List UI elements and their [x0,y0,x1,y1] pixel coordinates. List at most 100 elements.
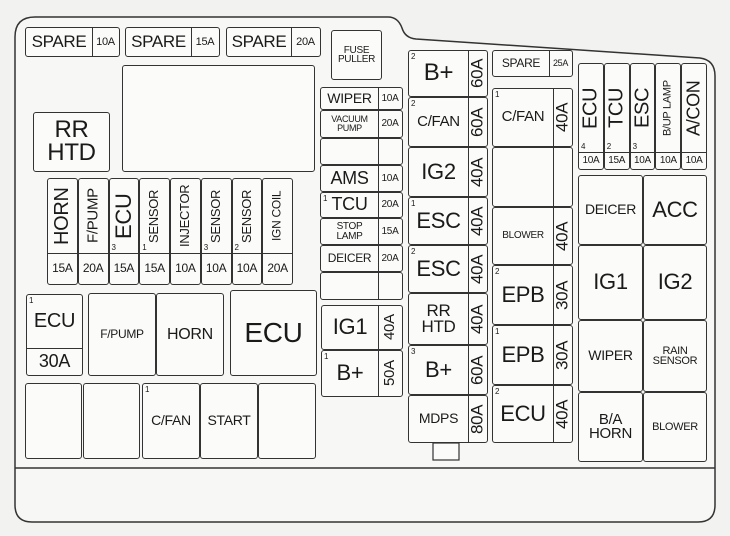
relay-ig1-slot[interactable]: IG1 [578,245,643,320]
divider [468,294,469,344]
fuse-amperage: 15A [381,225,399,237]
fuse-amperage: 40A [467,157,487,187]
relay-horn-slot[interactable]: HORN [156,293,224,376]
fuse-amperage: 20A [381,252,399,264]
relay-acc-slot[interactable]: ACC [643,175,707,245]
fuse-label: RR HTD [421,300,456,336]
fuse-label: ESC [416,207,461,233]
fuse-amperage: 25A [552,58,569,69]
mdps-tab [432,442,460,461]
fuse-label: BLOWER [652,420,698,433]
fuse-amperage: 10A [236,260,258,275]
relay-wiper-slot[interactable]: WIPER [578,320,643,392]
relay-blower-slot[interactable]: BLOWER [643,392,707,462]
relay-ig2-slot[interactable]: IG2 [643,245,707,320]
fuse-amperage: 10A [685,154,703,166]
fuse-label: B/A HORN [589,410,632,442]
fuse-index: 1 [495,90,500,99]
fuse-amperage: 10A [381,172,399,184]
divider [378,139,379,164]
fuse-amperage: 40A [467,206,487,236]
esc1-slot[interactable]: ESC 40A 1 [408,197,488,245]
divider [468,198,469,244]
puller-slot[interactable]: FUSE PULLER [331,30,382,80]
fuse-label: SPARE [131,31,186,51]
divider [232,253,262,254]
fuse-amperage: 15A [144,260,165,275]
divider [553,148,554,206]
fuse-label: SENSOR [146,189,162,243]
fuse-label: C/FAN [151,412,191,429]
rr-htd-relay-slot[interactable]: RR HTD [33,112,110,172]
relay-start-slot[interactable]: START [200,383,258,459]
fuse-amperage: 60A [467,107,487,137]
fuse-index: 1 [324,352,329,361]
fuse-index: 3 [203,243,209,252]
fuse-amperage: 30A [38,350,71,371]
fuse-label: RR HTD [47,116,96,166]
fuse-label: IG1 [332,314,368,340]
divider [378,193,379,217]
fuse-index: 1 [411,199,416,208]
m-ams-slot[interactable]: AMS 10A [320,165,403,192]
empty-slot [320,138,403,165]
relay-deicer-slot[interactable]: DEICER [578,175,643,245]
divider [291,28,292,56]
relay-cfan1-slot[interactable]: C/FAN 1 [142,383,200,459]
relay-bahorn-slot[interactable]: B/A HORN [578,392,643,462]
relay-fpump-slot[interactable]: F/PUMP [88,293,156,376]
divider [48,253,77,254]
fuse-label: AMS [330,167,369,188]
fuse-label: ECU [500,400,546,426]
fuse-index: 1 [145,385,150,394]
fuse-amperage: 10A [582,154,600,166]
relay-ecu-slot[interactable]: ECU [230,290,317,376]
fuse-index: 2 [495,387,500,396]
divider [378,111,379,137]
fuse-index: 1 [29,296,34,305]
relay-rain-slot[interactable]: RAIN SENSOR [643,320,707,392]
fuse-label: SENSOR [238,189,254,243]
fuse-index: 2 [411,99,416,108]
divider [549,51,550,76]
divider [468,148,469,196]
fuse-label: B+ [425,356,452,382]
